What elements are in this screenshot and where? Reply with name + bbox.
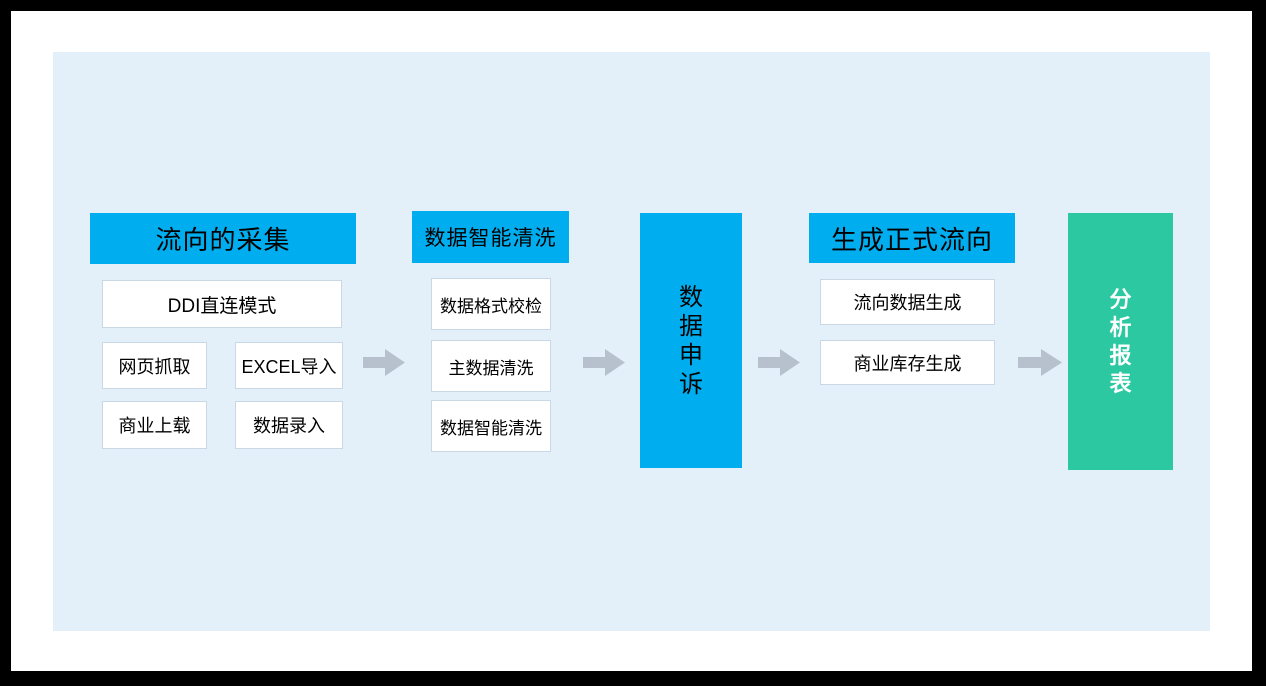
stage-header-collection: 流向的采集 <box>90 213 356 264</box>
stage-header-cleaning: 数据智能清洗 <box>412 211 569 263</box>
stage-title: 数据智能清洗 <box>424 227 557 250</box>
block-arrow-right-icon <box>758 346 800 379</box>
stage-title: 生成正式流向 <box>830 224 993 255</box>
stage-title: 流向的采集 <box>155 225 291 255</box>
item-ddi-direct: DDI直连模式 <box>102 280 342 328</box>
stage-box-data-appeal: 数据申诉 <box>640 213 742 468</box>
item-format-check: 数据格式校检 <box>431 278 551 330</box>
diagram-panel <box>53 52 1210 631</box>
block-arrow-right-icon <box>363 346 405 379</box>
item-commercial-upload: 商业上载 <box>102 401 207 449</box>
stage-title: 分析报表 <box>1109 286 1132 396</box>
item-commercial-inventory-generate: 商业库存生成 <box>820 340 995 385</box>
block-arrow-right-icon <box>1018 346 1062 379</box>
stage-title: 数据申诉 <box>679 283 703 398</box>
item-flow-data-generate: 流向数据生成 <box>820 279 995 325</box>
stage-box-analysis-report: 分析报表 <box>1068 213 1173 470</box>
item-master-data-clean: 主数据清洗 <box>431 340 551 392</box>
item-data-entry: 数据录入 <box>235 401 343 449</box>
item-excel-import: EXCEL导入 <box>235 342 343 389</box>
stage-header-formal-flow: 生成正式流向 <box>809 213 1015 263</box>
item-web-scrape: 网页抓取 <box>102 342 207 389</box>
item-smart-clean: 数据智能清洗 <box>431 400 551 452</box>
block-arrow-right-icon <box>583 346 625 379</box>
